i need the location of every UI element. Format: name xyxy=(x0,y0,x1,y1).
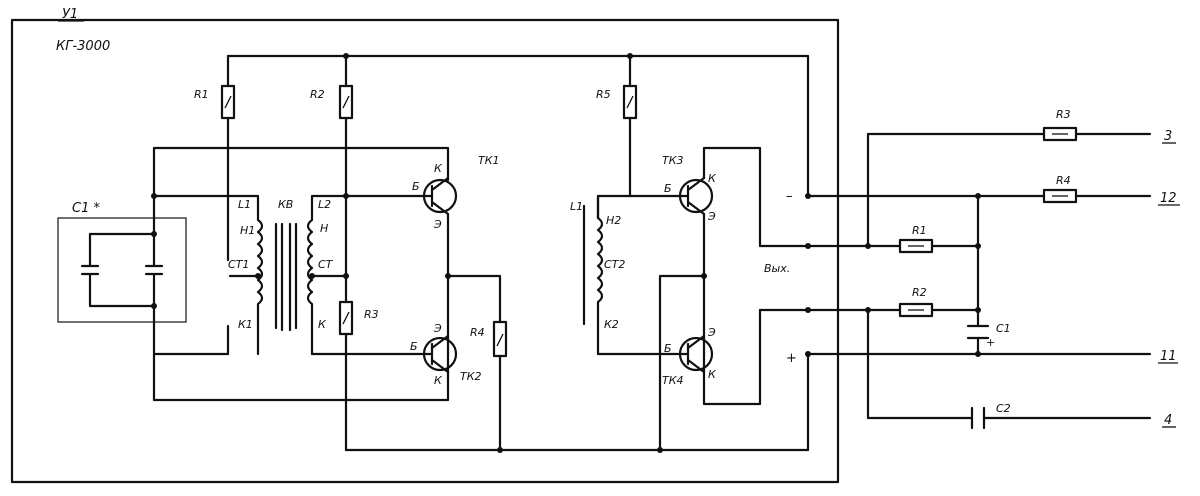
h-l2-label: Н xyxy=(320,222,328,235)
c1-outer-label: С1 xyxy=(996,322,1011,335)
r3-outer-label: R3 xyxy=(1056,108,1071,121)
c1-star-label: С1 * xyxy=(72,201,100,216)
top-rail xyxy=(226,54,810,198)
l1-left-label: L1 xyxy=(238,198,251,211)
tk1-label: ТК1 xyxy=(478,154,500,167)
r4-outer-resistor xyxy=(1042,188,1078,204)
c1-plus-label: + xyxy=(986,336,995,349)
tk3-transistor xyxy=(628,146,810,406)
tk3-b-pin: Б xyxy=(664,182,672,195)
r3-label: R3 xyxy=(364,308,379,321)
tk2-k-pin: К xyxy=(434,374,443,387)
module-model: КГ-3000 xyxy=(56,39,110,54)
tk4-e-pin: Э xyxy=(707,326,716,339)
module-name: У1 xyxy=(62,7,78,22)
ct2-label: СТ2 xyxy=(604,258,625,271)
tk2-label: ТК2 xyxy=(460,370,482,383)
tk3-e-pin: Э xyxy=(707,210,716,223)
tk4-b-pin: Б xyxy=(664,342,672,355)
tk4-label: ТК4 xyxy=(662,374,684,387)
h1-label: Н1 xyxy=(240,224,255,237)
external-wiring xyxy=(806,132,1152,420)
terminal-3: 3 xyxy=(1164,129,1172,144)
k-l2-label: К xyxy=(318,318,327,331)
ct-l2-label: СТ xyxy=(318,258,334,271)
tk4-k-pin: К xyxy=(708,368,717,381)
tk4-transistor xyxy=(658,273,714,452)
transformer-left xyxy=(226,193,349,356)
minus-sign: – xyxy=(786,189,793,204)
r5-label: R5 xyxy=(596,88,611,101)
l2-label: L2 xyxy=(318,198,331,211)
k2-label: К2 xyxy=(604,318,619,331)
kv-label: КВ xyxy=(278,198,293,211)
terminal-12: 12 xyxy=(1160,191,1177,206)
tk2-b-pin: Б xyxy=(410,340,418,353)
ct1-label: СТ1 xyxy=(228,258,249,271)
tk1-b-pin: Б xyxy=(412,180,420,193)
r3-resistor xyxy=(338,300,354,452)
c2-outer-label: С2 xyxy=(996,402,1011,415)
tk2-transistor xyxy=(344,334,458,374)
c1-subbox xyxy=(57,217,187,323)
tk1-transistor xyxy=(344,176,458,374)
c1-outer-capacitor xyxy=(966,324,990,340)
r4-label: R4 xyxy=(470,326,485,339)
r2-resistor xyxy=(338,54,354,304)
c1-star-capacitors xyxy=(80,193,164,356)
plus-sign: + xyxy=(786,351,797,366)
r4-outer-label: R4 xyxy=(1056,174,1071,187)
r3-outer-resistor xyxy=(1042,126,1078,142)
tk3-k-pin: К xyxy=(708,172,717,185)
transformer-right xyxy=(582,194,682,356)
r1-label: R1 xyxy=(194,88,209,101)
tk3-label: ТК3 xyxy=(662,154,684,167)
tk1-k-pin: К xyxy=(434,162,443,175)
k1-label: К1 xyxy=(238,318,253,331)
r4-resistor xyxy=(492,320,508,358)
output-label: Вых. xyxy=(764,262,790,275)
r1-outer-label: R1 xyxy=(912,224,927,237)
r2-outer-label: R2 xyxy=(912,286,927,299)
left-loop-wire xyxy=(152,146,450,402)
r2-label: R2 xyxy=(310,88,325,101)
r5-resistor xyxy=(622,54,638,198)
l1-right-label: L1 xyxy=(570,200,583,213)
r1-outer-resistor xyxy=(898,238,934,254)
terminal-4: 4 xyxy=(1164,413,1172,428)
h2-label: Н2 xyxy=(606,214,621,227)
tk1-e-pin: Э xyxy=(433,218,442,231)
r2-outer-resistor xyxy=(898,302,934,318)
module-enclosure xyxy=(10,18,840,484)
r1-resistor xyxy=(220,54,236,262)
terminal-11: 11 xyxy=(1160,349,1177,364)
tk2-e-pin: Э xyxy=(433,322,442,335)
c2-outer-capacitor xyxy=(970,406,986,430)
